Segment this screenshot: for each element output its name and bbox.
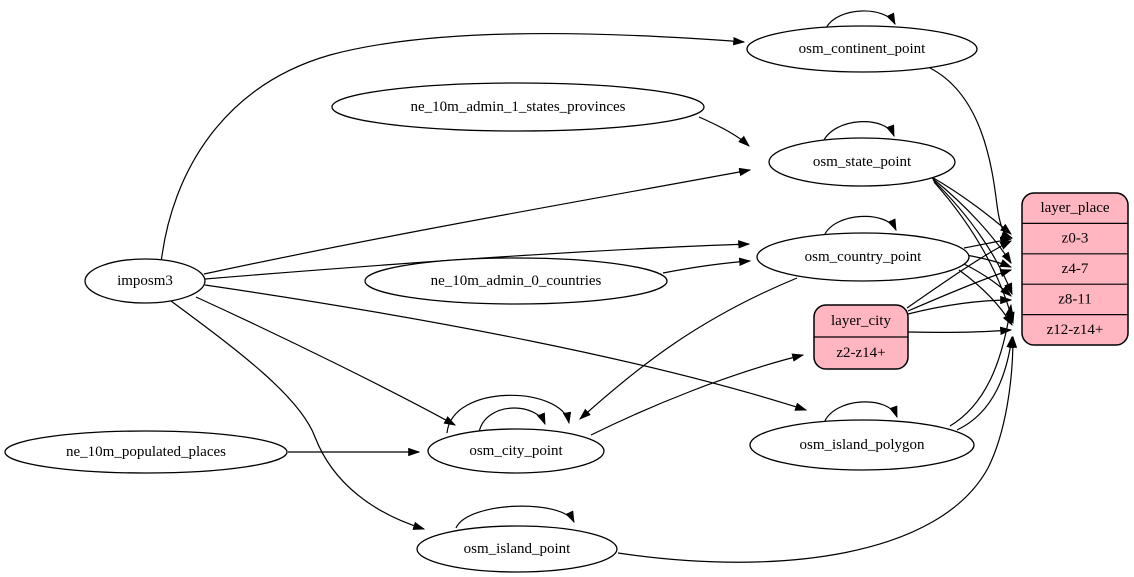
edge-osm-island-polygon-to-osm-island-polygon bbox=[823, 401, 898, 424]
edge-imposm3-to-osm-city-point bbox=[195, 296, 457, 426]
edge-layer-city-to-layer-place-z0-3 bbox=[906, 240, 1013, 309]
node-osm-state-point: osm_state_point bbox=[768, 137, 956, 187]
record-row-label-layer-city-0: layer_city bbox=[831, 313, 891, 329]
node-label-ne-10m-admin-1-states-provinces: ne_10m_admin_1_states_provinces bbox=[411, 99, 626, 115]
edge-osm-country-point-to-layer-place-z12-z14+ bbox=[958, 269, 1013, 327]
edge-osm-island-point-to-layer-place-z12-z14+ bbox=[617, 335, 1018, 563]
node-shape-layer-place bbox=[1021, 192, 1129, 346]
edge-imposm3-to-osm-country-point bbox=[204, 240, 751, 280]
node-osm-continent-point: osm_continent_point bbox=[746, 25, 978, 73]
node-shape-ne-10m-admin-0-countries bbox=[364, 257, 668, 305]
edge-ne-10m-admin-1-states-provinces-to-osm-state-point bbox=[698, 116, 750, 147]
edge-osm-country-point-to-osm-city-point bbox=[579, 277, 798, 420]
node-ne-10m-admin-1-states-provinces: ne_10m_admin_1_states_provinces bbox=[331, 82, 705, 132]
edge-osm-state-point-to-layer-place-z4-7 bbox=[931, 177, 1012, 265]
record-row-label-layer-place-0: layer_place bbox=[1040, 200, 1109, 216]
node-layer-city: layer_city z2-z14+ bbox=[813, 304, 909, 370]
node-label-osm-state-point: osm_state_point bbox=[813, 154, 912, 170]
edge-osm-country-point-to-osm-country-point bbox=[823, 215, 897, 237]
edge-osm-city-point-to-osm-city-point bbox=[446, 394, 572, 434]
node-label-osm-country-point: osm_country_point bbox=[805, 249, 922, 265]
node-imposm3: imposm3 bbox=[84, 258, 206, 304]
edge-osm-island-polygon-to-layer-place-z8-11 bbox=[949, 303, 1014, 427]
node-label-imposm3: imposm3 bbox=[117, 273, 173, 289]
node-shape-osm-state-point bbox=[768, 137, 956, 187]
node-shape-osm-city-point bbox=[427, 428, 605, 474]
node-shape-ne-10m-populated-places bbox=[4, 430, 288, 474]
record-row-label-layer-place-4: z12-z14+ bbox=[1047, 322, 1104, 338]
edge-layer-city-to-layer-place-z12-z14+ bbox=[907, 326, 1013, 336]
edge-osm-city-point-to-layer-city-z2-z14+ bbox=[590, 353, 805, 436]
node-shape-osm-island-polygon bbox=[749, 419, 975, 471]
node-label-osm-island-polygon: osm_island_polygon bbox=[799, 437, 925, 453]
edge-imposm3-to-osm-state-point bbox=[203, 167, 752, 275]
node-shape-ne-10m-admin-1-states-provinces bbox=[331, 82, 705, 132]
nodes-layer: imposm3 ne_10m_admin_1_states_provincesne… bbox=[4, 25, 1129, 573]
record-row-label-layer-place-3: z8-11 bbox=[1058, 291, 1092, 307]
node-shape-osm-country-point bbox=[756, 232, 970, 282]
edge-osm-continent-point-to-osm-continent-point bbox=[825, 10, 896, 29]
node-shape-imposm3 bbox=[84, 258, 206, 304]
edge-osm-island-point-to-osm-island-point bbox=[455, 505, 575, 529]
edge-imposm3-to-osm-continent-point bbox=[160, 32, 746, 264]
node-ne-10m-populated-places: ne_10m_populated_places bbox=[4, 430, 288, 474]
node-osm-country-point: osm_country_point bbox=[756, 232, 970, 282]
node-label-osm-continent-point: osm_continent_point bbox=[799, 41, 926, 57]
edge-imposm3-to-osm-island-point bbox=[170, 300, 426, 530]
node-ne-10m-admin-0-countries: ne_10m_admin_0_countries bbox=[364, 257, 668, 305]
edge-osm-state-point-to-osm-state-point bbox=[822, 121, 895, 143]
record-row-label-layer-place-1: z0-3 bbox=[1062, 231, 1089, 247]
edge-osm-country-point-to-layer-place-z8-11 bbox=[963, 263, 1012, 297]
node-osm-island-point: osm_island_point bbox=[416, 525, 618, 573]
edge-osm-country-point-to-layer-place-z0-3 bbox=[963, 236, 1013, 249]
edges-layer bbox=[160, 10, 1018, 563]
node-label-ne-10m-populated-places: ne_10m_populated_places bbox=[66, 444, 226, 460]
node-osm-city-point: osm_city_point bbox=[427, 428, 605, 474]
node-shape-osm-island-point bbox=[416, 525, 618, 573]
record-row-label-layer-place-2: z4-7 bbox=[1062, 261, 1089, 277]
node-layer-place: layer_place z0-3 z4-7 z8-11 z12-z14+ bbox=[1021, 192, 1129, 346]
node-label-osm-island-point: osm_island_point bbox=[464, 541, 572, 557]
node-label-ne-10m-admin-0-countries: ne_10m_admin_0_countries bbox=[431, 273, 602, 289]
edge-osm-island-polygon-to-layer-place-z12-z14+ bbox=[956, 335, 1015, 431]
edge-layer-city-to-layer-place-z4-7 bbox=[907, 269, 1013, 312]
edge-imposm3-to-osm-island-polygon bbox=[204, 284, 808, 411]
node-osm-island-polygon: osm_island_polygon bbox=[749, 419, 975, 471]
record-row-label-layer-city-1: z2-z14+ bbox=[836, 345, 885, 361]
edge-osm-state-point-to-layer-place-z0-3 bbox=[929, 175, 1012, 235]
node-label-osm-city-point: osm_city_point bbox=[469, 443, 563, 459]
edge-ne-10m-admin-0-countries-to-osm-country-point bbox=[662, 257, 752, 274]
edge-osm-city-point-to-osm-city-point bbox=[478, 407, 546, 433]
edge-osm-country-point-to-layer-place-z4-7 bbox=[965, 254, 1013, 268]
edge-layer-city-to-layer-place-z8-11 bbox=[907, 295, 1013, 315]
edge-osm-state-point-to-layer-place-z8-11 bbox=[932, 179, 1013, 296]
node-shape-osm-continent-point bbox=[746, 25, 978, 73]
